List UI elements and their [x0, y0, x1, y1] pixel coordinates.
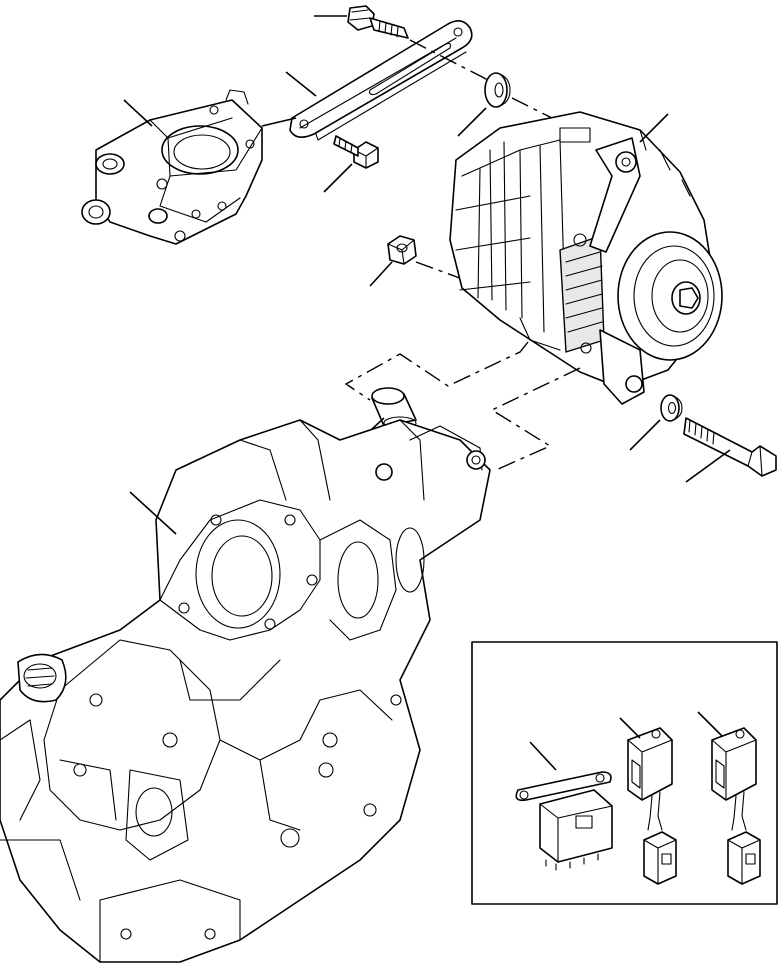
regulator-a — [627, 727, 677, 885]
relay — [515, 771, 613, 871]
washer-top — [484, 72, 511, 108]
callout-line-nut — [369, 261, 393, 287]
callout-line-bracket — [285, 71, 317, 97]
callout-line-long-bolt — [685, 449, 731, 483]
long-bolt — [683, 417, 777, 477]
alignment-line-top — [409, 39, 581, 133]
callout-line-regulator-a — [619, 717, 641, 739]
mounting-bracket — [289, 20, 473, 141]
callout-line-regulator-b — [697, 711, 723, 737]
washer-bottom — [660, 394, 683, 422]
alternator — [449, 111, 723, 405]
alignment-line-frame — [490, 367, 581, 471]
housing-block — [81, 89, 263, 245]
regulator-b — [711, 727, 761, 885]
callout-line-washer-top — [457, 107, 487, 137]
inset-box — [471, 641, 778, 905]
nut — [387, 235, 417, 265]
callout-line-timing-cover — [129, 491, 177, 535]
callout-line-bracket-bolt — [323, 163, 353, 193]
bracket-bolt — [333, 135, 379, 169]
callout-line-relay — [529, 741, 557, 771]
callout-line-housing — [123, 99, 153, 127]
connector-housing-bracket — [261, 117, 297, 127]
timing-cover — [0, 419, 491, 963]
bolt-top — [347, 5, 409, 39]
callout-line-alternator — [639, 113, 669, 143]
alignment-line-spacer — [344, 341, 529, 401]
callout-line-washer-bottom — [629, 419, 661, 451]
